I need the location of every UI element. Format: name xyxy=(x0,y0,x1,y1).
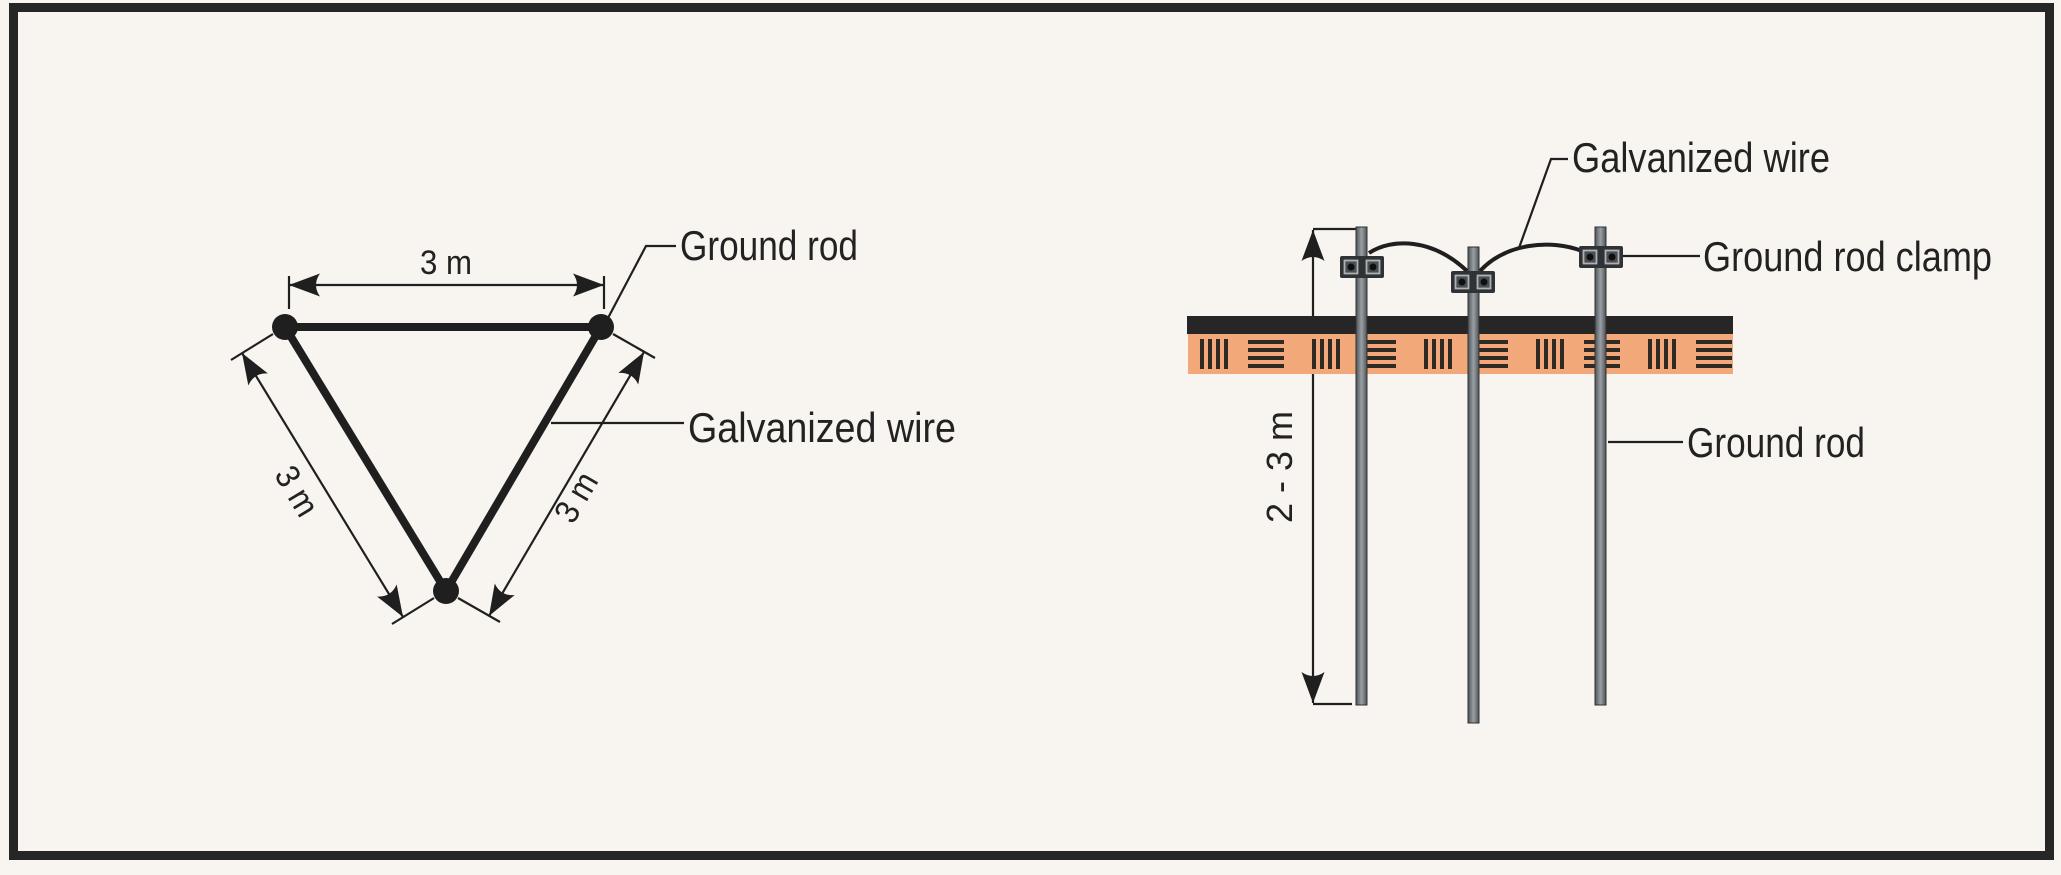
ground-rod-leader-line xyxy=(607,244,676,319)
galvanized-wire-label: Galvanized wire xyxy=(688,404,956,451)
clamp-bolt xyxy=(1586,253,1594,261)
ground-rod-dot-bottom xyxy=(433,578,459,604)
clamp-bolt xyxy=(1369,263,1377,271)
ground-rod-clamp-3 xyxy=(1579,246,1623,268)
dimension-depth: 2 - 3 m xyxy=(1259,227,1356,706)
ground-rod-clamp-label: Ground rod clamp xyxy=(1703,233,1992,280)
extension-tick xyxy=(230,333,274,361)
ground-rod-2 xyxy=(1467,246,1480,724)
ground-rod-dot-right xyxy=(588,314,614,340)
clamp-bolt xyxy=(1480,278,1488,286)
wire-side-left xyxy=(281,324,450,594)
extension-tick xyxy=(391,597,435,625)
ground-rod-label: Ground rod xyxy=(680,222,858,269)
ground-rod-clamp-2 xyxy=(1451,271,1495,293)
extension-tick xyxy=(457,597,501,623)
soil-hatch-pattern xyxy=(1188,334,1733,374)
extension-tick xyxy=(612,333,656,359)
ground-rod-1 xyxy=(1355,226,1368,706)
side-view-diagram: 2 - 3 m xyxy=(1187,134,1992,724)
ground-surface-bar xyxy=(1187,316,1733,334)
dimension-depth-label: 2 - 3 m xyxy=(1259,411,1300,523)
wire-arc-2 xyxy=(1478,242,1583,273)
wire-arc-1 xyxy=(1367,241,1469,273)
ground-rod-label: Ground rod xyxy=(1687,419,1865,466)
dimension-top: 3 m xyxy=(287,244,606,309)
dimension-top-label: 3 m xyxy=(420,244,472,282)
ground-rod-clamp-1 xyxy=(1340,256,1384,278)
galvanized-wire-label: Galvanized wire xyxy=(1572,134,1830,181)
ground-rod-3 xyxy=(1594,226,1607,706)
galvanized-wire-leader-line xyxy=(1517,157,1568,249)
triangle-top-view-diagram: 3 m 3 m 3 m Ground rod Galvanized wire xyxy=(230,222,956,625)
dimension-line xyxy=(488,351,645,617)
clamp-bolt xyxy=(1458,278,1466,286)
dimension-line xyxy=(241,352,404,618)
clamp-bolt xyxy=(1347,263,1355,271)
clamp-bolt xyxy=(1608,253,1616,261)
ground-rod-dot-left xyxy=(272,314,298,340)
figure-frame xyxy=(9,3,2054,860)
wire-side-right xyxy=(442,324,605,594)
